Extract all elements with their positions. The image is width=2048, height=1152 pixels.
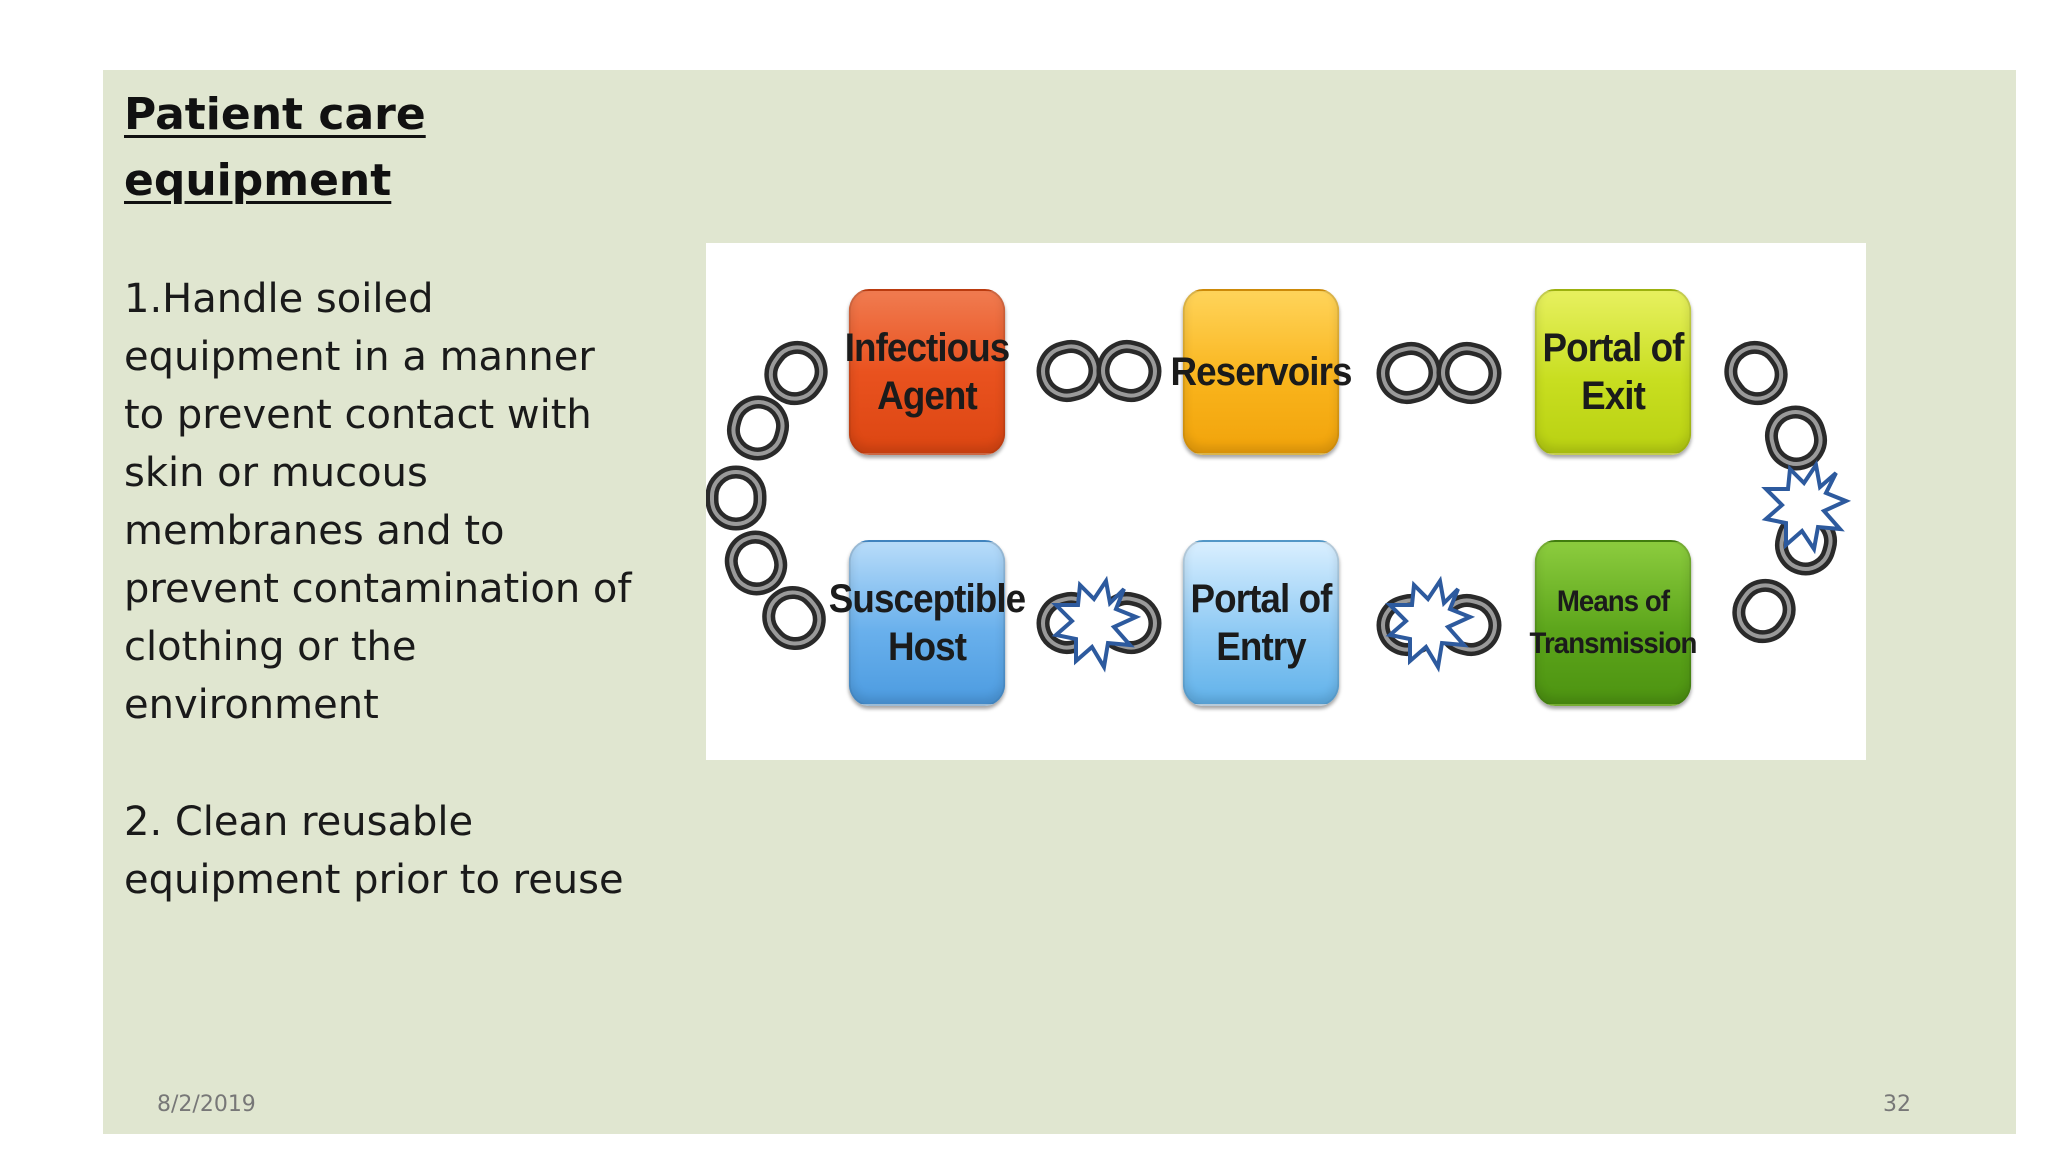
point-1-text: 1.Handle soiled equipment in a manner to… (124, 276, 632, 728)
chain-curve-left (712, 338, 831, 653)
chain-link-top-2 (1378, 343, 1501, 403)
node-means-of-transmission-line1: Means of (1556, 585, 1670, 618)
node-infectious-agent: Infectious Agent (845, 289, 1010, 455)
node-portal-of-entry-line2: Entry (1216, 625, 1306, 669)
node-portal-of-entry-line1: Portal of (1190, 577, 1333, 621)
slide: Patient care equipment 1.Handle soiled e… (103, 70, 2016, 1134)
slide-date: 8/2/2019 (157, 1092, 256, 1117)
node-infectious-agent-line1: Infectious (844, 326, 1011, 370)
node-susceptible-host-line1: Susceptible (828, 577, 1026, 621)
node-portal-of-exit-line2: Exit (1581, 374, 1646, 418)
point-2-text: 2. Clean reusable equipment prior to reu… (124, 799, 624, 903)
chain-break-burst-bottom-2 (1385, 575, 1476, 673)
slide-title: Patient care equipment (124, 82, 426, 214)
chain-link-top-1 (1038, 341, 1161, 401)
node-infectious-agent-line2: Agent (877, 374, 978, 418)
node-susceptible-host: Susceptible Host (829, 540, 1026, 706)
chain-links-layer (706, 243, 1852, 673)
node-susceptible-host-line2: Host (887, 625, 967, 669)
chain-break-burst-right (1761, 459, 1852, 555)
node-portal-of-exit: Portal of Exit (1534, 289, 1692, 455)
node-portal-of-exit-line1: Portal of (1542, 326, 1685, 370)
node-reservoirs-label: Reservoirs (1170, 349, 1352, 394)
node-means-of-transmission: Means of Transmission (1530, 540, 1697, 706)
chain-break-burst-bottom-1 (1051, 575, 1142, 673)
node-portal-of-entry: Portal of Entry (1182, 540, 1340, 706)
chain-of-infection-diagram: Infectious Agent Reservoirs Portal of Ex… (706, 243, 1866, 760)
slide-title-line2: equipment (124, 155, 392, 206)
node-reservoirs: Reservoirs (1170, 289, 1352, 455)
slide-page-number: 32 (1883, 1092, 1911, 1117)
node-means-of-transmission-line2: Transmission (1529, 627, 1698, 660)
slide-title-line1: Patient care (124, 89, 426, 140)
